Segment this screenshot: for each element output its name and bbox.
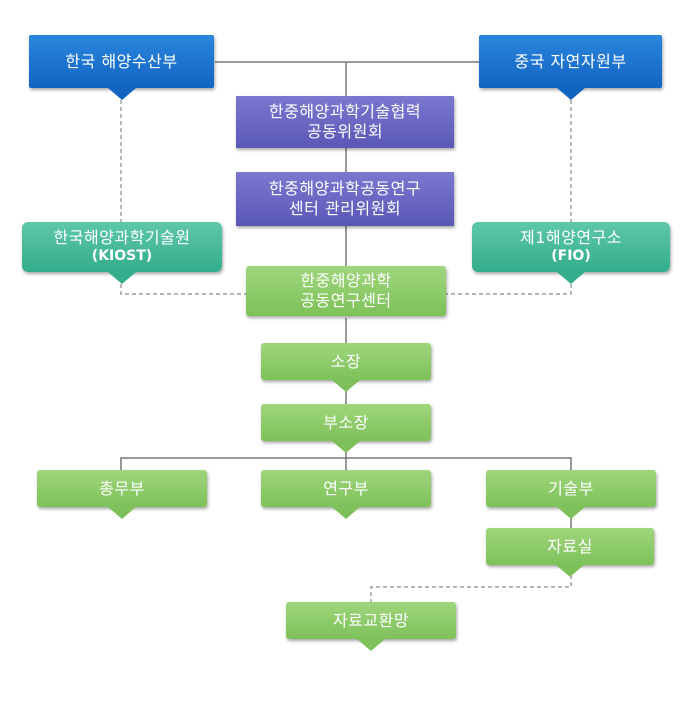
deputy-director-box: 부소장 xyxy=(261,404,431,453)
cooperation-committee-line1: 한중해양과학기술협력 xyxy=(268,102,422,121)
kiost-pointer xyxy=(108,272,136,284)
director-pointer xyxy=(332,380,360,392)
cooperation-committee-box: 한중해양과학기술협력 공동위원회 xyxy=(236,96,454,148)
kiost-abbr: (KIOST) xyxy=(91,248,153,265)
ministry-china-label: 중국 자연자원부 xyxy=(514,51,627,71)
general-affairs-label: 총무부 xyxy=(99,478,145,498)
cooperation-committee-line2: 공동위원회 xyxy=(306,122,384,141)
general-affairs-pointer xyxy=(108,507,136,519)
deputy-director-label: 부소장 xyxy=(323,412,369,432)
data-exchange-network-label: 자료교환망 xyxy=(332,610,410,630)
research-dept-box: 연구부 xyxy=(261,470,431,519)
kiost-name: 한국해양과학기술원 xyxy=(53,228,191,248)
fio-name: 제1해양연구소 xyxy=(520,228,622,248)
data-room-label: 자료실 xyxy=(547,536,593,556)
technology-dept-label: 기술부 xyxy=(548,478,594,498)
fio-to-center-dashed xyxy=(446,284,572,295)
joint-center-line1: 한중해양과학 xyxy=(300,271,392,290)
technology-dept-box: 기술부 xyxy=(486,470,656,519)
deputy-director-pointer xyxy=(332,441,360,453)
research-dept-label: 연구부 xyxy=(323,478,369,498)
kiost-to-center-dashed xyxy=(120,284,246,295)
technology-dept-pointer xyxy=(557,507,585,519)
data-exchange-network-pointer xyxy=(357,639,385,651)
management-committee-line2: 센터 관리위원회 xyxy=(288,199,402,218)
fio-abbr: (FIO) xyxy=(551,248,591,265)
management-committee-line1: 한중해양과학공동연구 xyxy=(268,179,422,198)
ministry-korea-box: 한국 해양수산부 xyxy=(29,35,214,100)
ministry-korea-pointer xyxy=(107,88,136,100)
data-exchange-network-box: 자료교환망 xyxy=(286,602,456,651)
general-affairs-box: 총무부 xyxy=(37,470,207,519)
kiost-box: 한국해양과학기술원 (KIOST) xyxy=(22,222,222,284)
ministry-korea-label: 한국 해양수산부 xyxy=(65,51,178,71)
fio-pointer xyxy=(557,272,585,284)
director-label: 소장 xyxy=(330,351,362,371)
joint-center-box: 한중해양과학 공동연구센터 xyxy=(246,266,446,316)
research-dept-pointer xyxy=(332,507,360,519)
dataroom-to-network-dashed xyxy=(370,575,572,602)
joint-center-line2: 공동연구센터 xyxy=(300,291,392,310)
ministry-china-box: 중국 자연자원부 xyxy=(479,35,662,100)
management-committee-box: 한중해양과학공동연구 센터 관리위원회 xyxy=(236,172,454,226)
data-room-pointer xyxy=(556,565,584,577)
fio-box: 제1해양연구소 (FIO) xyxy=(472,222,670,284)
ministry-china-pointer xyxy=(556,88,585,100)
data-room-box: 자료실 xyxy=(486,528,654,577)
director-box: 소장 xyxy=(261,343,431,392)
